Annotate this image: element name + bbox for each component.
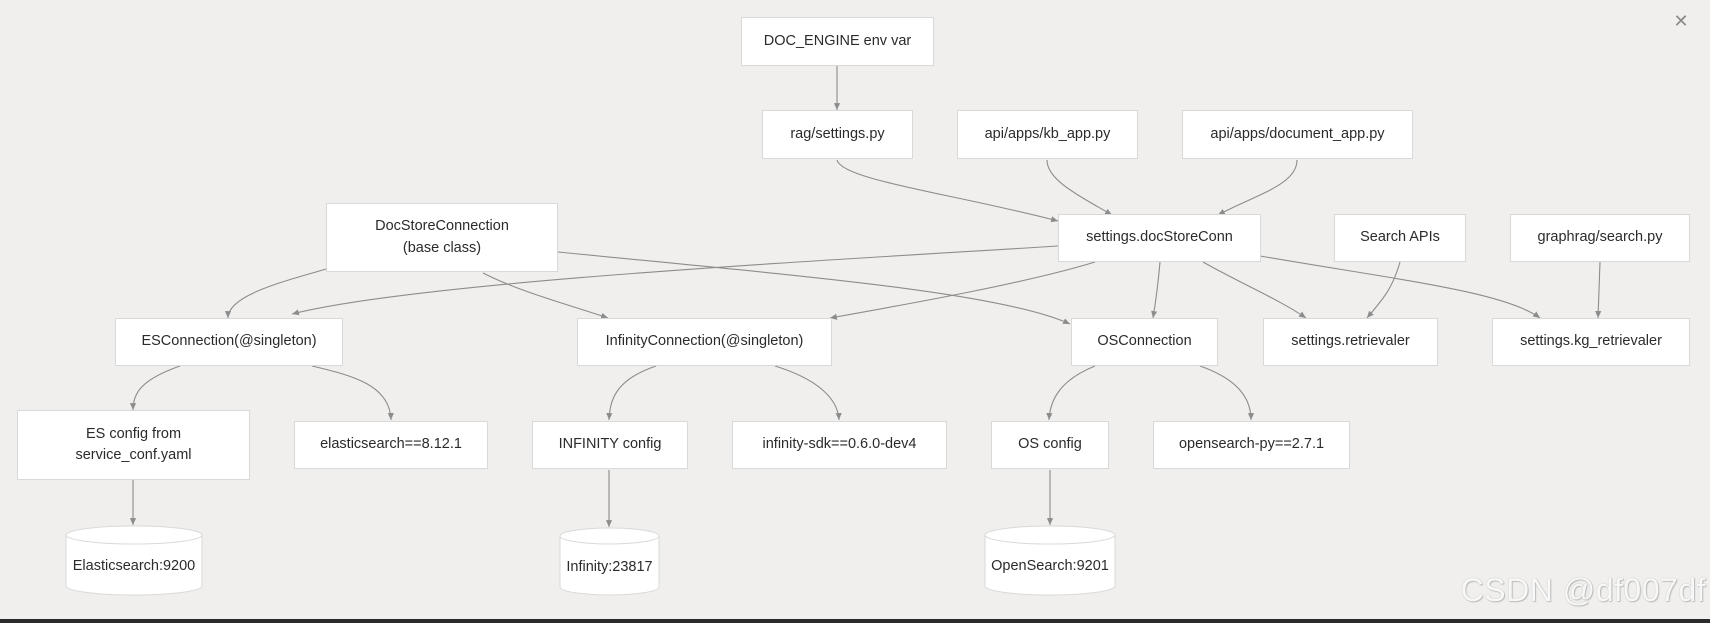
database-cylinder-icon <box>65 525 203 596</box>
edge-graphrag-kgretrievaler <box>1595 261 1602 319</box>
node-doc-engine: DOC_ENGINE env var <box>741 17 934 66</box>
edge-es-elasticsearchpkg <box>311 365 394 421</box>
edge-os-opensearchpy <box>1199 365 1255 421</box>
node-infinity-sdk: infinity-sdk==0.6.0-dev4 <box>732 421 947 469</box>
node-doc-store-connection-label-1: DocStoreConnection <box>375 218 509 235</box>
edge-es-esconfig <box>129 365 181 411</box>
edge-kb-docstoreconn <box>1046 159 1113 216</box>
node-infinity-connection: InfinityConnection(@singleton) <box>577 318 832 366</box>
node-document-app: api/apps/document_app.py <box>1182 110 1413 159</box>
node-settings-retrievaler-label: settings.retrievaler <box>1291 333 1410 350</box>
node-infinity-sdk-label: infinity-sdk==0.6.0-dev4 <box>762 436 917 453</box>
edge-searchapis-retrievaler <box>1366 261 1401 319</box>
node-opensearch-py-label: opensearch-py==2.7.1 <box>1178 436 1325 453</box>
edge-docapp-docstoreconn <box>1217 159 1298 216</box>
edge-infinity-infinityconfig <box>606 365 657 421</box>
node-infinity-config-label: INFINITY config <box>558 436 662 453</box>
node-settings-retrievaler: settings.retrievaler <box>1263 318 1438 366</box>
edge-infinity-sdk <box>774 365 842 421</box>
database-cylinder-icon <box>559 527 660 596</box>
node-settings-kg-retrievaler: settings.kg_retrievaler <box>1492 318 1690 366</box>
node-es-connection: ESConnection(@singleton) <box>115 318 343 366</box>
node-es-config: ES config from service_conf.yaml <box>17 410 250 480</box>
db-elasticsearch: Elasticsearch:9200 <box>65 525 203 596</box>
db-infinity-label: Infinity:23817 <box>566 558 653 575</box>
node-doc-store-connection: DocStoreConnection (base class) <box>326 203 558 272</box>
node-doc-store-connection-label-2: (base class) <box>402 239 482 256</box>
node-kb-app: api/apps/kb_app.py <box>957 110 1138 159</box>
node-kb-app-label: api/apps/kb_app.py <box>984 125 1111 142</box>
node-graphrag-search: graphrag/search.py <box>1510 214 1690 262</box>
node-infinity-config: INFINITY config <box>532 421 688 469</box>
node-search-apis: Search APIs <box>1334 214 1466 262</box>
node-elasticsearch-pkg: elasticsearch==8.12.1 <box>294 421 488 469</box>
node-os-config: OS config <box>991 421 1109 469</box>
node-es-config-label-1: ES config from <box>85 425 182 442</box>
node-es-connection-label: ESConnection(@singleton) <box>141 333 317 350</box>
edge-docstoreconn-kgretrievaler <box>1259 255 1541 319</box>
database-cylinder-icon <box>984 525 1116 596</box>
edge-rag-docstoreconn <box>836 159 1059 223</box>
node-rag-settings-label: rag/settings.py <box>790 125 885 142</box>
edge-base-os <box>557 251 1071 325</box>
bottom-bar <box>0 619 1710 623</box>
edges <box>129 66 1602 527</box>
db-elasticsearch-label: Elasticsearch:9200 <box>72 557 196 574</box>
close-icon[interactable]: ✕ <box>1673 11 1689 31</box>
node-settings-kg-retrievaler-label: settings.kg_retrievaler <box>1520 333 1662 350</box>
node-opensearch-py: opensearch-py==2.7.1 <box>1153 421 1350 469</box>
node-elasticsearch-pkg-label: elasticsearch==8.12.1 <box>320 436 462 453</box>
node-rag-settings: rag/settings.py <box>762 110 913 159</box>
node-graphrag-search-label: graphrag/search.py <box>1537 229 1663 246</box>
watermark: CSDN @df007df <box>1460 572 1706 608</box>
node-os-connection-label: OSConnection <box>1097 333 1192 350</box>
edge-docstoreconn-retrievaler <box>1202 261 1307 319</box>
node-settings-docstoreconn-label: settings.docStoreConn <box>1086 229 1233 246</box>
edge-os-osconfig <box>1046 365 1096 421</box>
db-opensearch-label: OpenSearch:9201 <box>991 557 1109 574</box>
edge-base-es <box>224 268 327 319</box>
edge-docstoreconn-infinity <box>829 261 1096 320</box>
edge-base-infinity <box>482 272 609 319</box>
node-search-apis-label: Search APIs <box>1360 229 1440 246</box>
node-os-connection: OSConnection <box>1071 318 1218 366</box>
db-infinity: Infinity:23817 <box>559 527 660 596</box>
db-opensearch: OpenSearch:9201 <box>984 525 1116 596</box>
node-infinity-connection-label: InfinityConnection(@singleton) <box>605 333 804 350</box>
node-es-config-label-2: service_conf.yaml <box>75 447 192 463</box>
edge-docstoreconn-es <box>291 245 1059 316</box>
node-document-app-label: api/apps/document_app.py <box>1210 125 1385 142</box>
node-doc-engine-label: DOC_ENGINE env var <box>763 32 912 49</box>
node-settings-docstoreconn: settings.docStoreConn <box>1058 214 1261 262</box>
node-os-config-label: OS config <box>1018 436 1082 453</box>
edge-docstoreconn-os <box>1151 261 1161 319</box>
